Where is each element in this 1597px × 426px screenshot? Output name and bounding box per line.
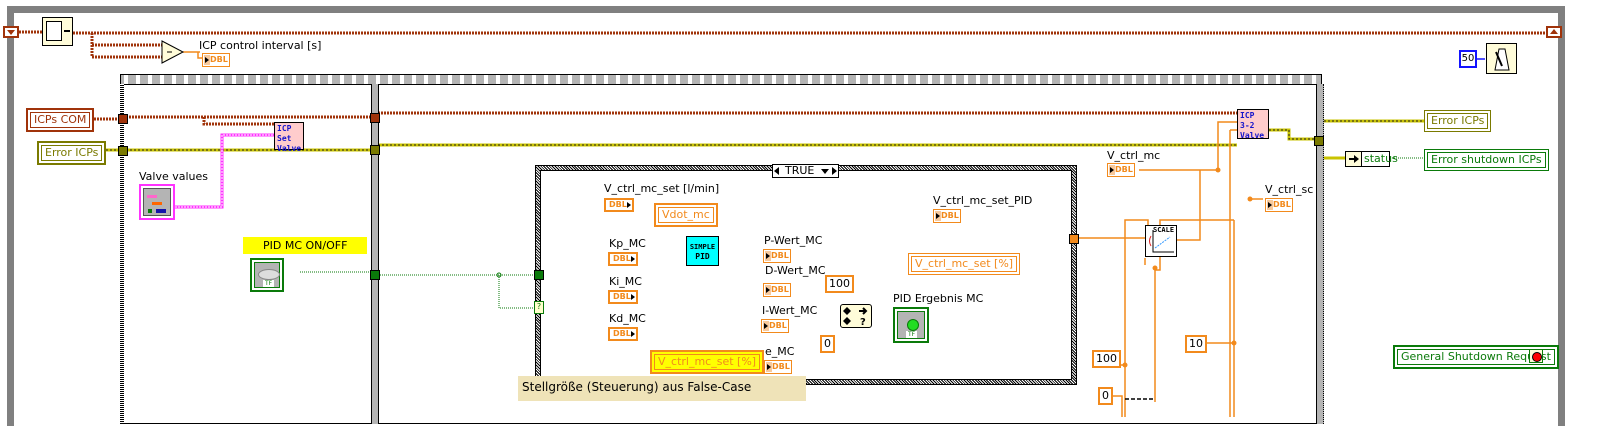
constant-100[interactable]: 100 bbox=[825, 275, 854, 293]
error-icps-control[interactable]: Error ICPs bbox=[37, 141, 107, 165]
case-prev-icon[interactable] bbox=[774, 167, 779, 175]
v-ctrl-mc-set-lmin-label: V_ctrl_mc_set [l/min] bbox=[604, 182, 720, 195]
error-tunnel bbox=[118, 146, 128, 156]
i-wert-mc-indicator[interactable]: DBL bbox=[761, 319, 789, 333]
error-shutdown-icps-indicator[interactable]: Error shutdown ICPs bbox=[1424, 149, 1549, 171]
bool-tunnel bbox=[370, 270, 380, 280]
error-icps-indicator[interactable]: Error ICPs bbox=[1424, 110, 1492, 132]
while-loop-frame[interactable] bbox=[7, 6, 1565, 426]
icps-com-control[interactable]: ICPs COM bbox=[26, 108, 95, 132]
toggle-switch-icon bbox=[258, 269, 280, 280]
v-ctrl-mc-set-pct-local-variable-highlighted[interactable]: V_ctrl_mc_set [%] bbox=[650, 350, 765, 374]
v-ctrl-mc-set-pid-label: V_ctrl_mc_set_PID bbox=[933, 194, 1033, 207]
sequence-right-edge bbox=[1316, 84, 1324, 424]
simple-pid-subvi[interactable]: SIMPLE PID bbox=[686, 236, 719, 266]
unbundle-arrow-icon bbox=[1346, 152, 1362, 166]
v-ctrl-mc-set-pct-local-variable[interactable]: V_ctrl_mc_set [%] bbox=[908, 253, 1021, 275]
e-mc-indicator[interactable]: DBL bbox=[764, 360, 792, 374]
svg-text:?: ? bbox=[860, 317, 866, 327]
case-selector-terminal: ? bbox=[534, 301, 544, 314]
sequence-divider bbox=[371, 84, 379, 424]
p-wert-mc-indicator[interactable]: DBL bbox=[763, 249, 791, 263]
pid-mc-on-off-label: PID MC ON/OFF bbox=[243, 237, 368, 254]
case-next-icon[interactable] bbox=[832, 167, 837, 175]
case-output-tunnel bbox=[1069, 234, 1079, 244]
v-ctrl-mc-indicator[interactable]: DBL bbox=[1107, 163, 1135, 177]
error-tunnel bbox=[370, 145, 380, 155]
constant-0[interactable]: 0 bbox=[1098, 387, 1113, 405]
clock-icon bbox=[46, 21, 62, 41]
vdot-mc-local-variable[interactable]: Vdot_mc bbox=[654, 203, 718, 227]
v-ctrl-mc-set-pid-indicator[interactable]: DBL bbox=[933, 209, 961, 223]
tick-count-node[interactable] bbox=[42, 17, 73, 46]
icp-control-interval-label: ICP control interval [s] bbox=[199, 39, 322, 52]
metronome-icon bbox=[1494, 48, 1510, 71]
comment-label: Stellgröße (Steuerung) aus False-Case bbox=[518, 376, 806, 401]
sequence-left-edge bbox=[120, 84, 124, 424]
icp-control-interval-indicator[interactable]: DBL bbox=[202, 53, 230, 67]
constant-0[interactable]: 0 bbox=[820, 335, 835, 353]
case-bool-tunnel bbox=[534, 270, 544, 280]
pid-ergebnis-mc-led[interactable]: TF bbox=[893, 307, 929, 343]
e-mc-label: e_MC bbox=[765, 345, 795, 358]
v-ctrl-mc-set-lmin-control[interactable]: DBL bbox=[604, 198, 634, 212]
pid-ergebnis-mc-label: PID Ergebnis MC bbox=[893, 292, 984, 305]
scale-chart-icon bbox=[1149, 230, 1174, 253]
ki-mc-label: Ki_MC bbox=[609, 275, 642, 288]
constant-10[interactable]: 10 bbox=[1185, 335, 1207, 353]
icp-3-2-valve-subvi[interactable]: ICP 3-2 Valve bbox=[1237, 109, 1269, 140]
ki-mc-control[interactable]: DBL bbox=[608, 290, 638, 304]
kd-mc-control[interactable]: DBL bbox=[608, 327, 638, 341]
led-icon bbox=[907, 319, 919, 331]
unbundle-by-name-status[interactable]: status bbox=[1345, 151, 1398, 167]
shift-register-left[interactable] bbox=[3, 26, 19, 38]
subtract-icon bbox=[161, 40, 185, 64]
p-wert-mc-label: P-Wert_MC bbox=[764, 234, 823, 247]
select-icon: ? bbox=[843, 307, 868, 328]
v-ctrl-sc-label: V_ctrl_sc bbox=[1265, 183, 1314, 196]
i-wert-mc-label: I-Wert_MC bbox=[762, 304, 818, 317]
shift-register-right[interactable] bbox=[1546, 26, 1562, 38]
constant-100[interactable]: 100 bbox=[1092, 350, 1121, 368]
pid-mc-on-off-control[interactable]: TF bbox=[250, 258, 284, 292]
v-ctrl-sc-indicator[interactable]: DBL bbox=[1265, 198, 1293, 212]
d-wert-mc-label: D-Wert_MC bbox=[765, 264, 826, 277]
error-tunnel bbox=[1314, 136, 1324, 146]
sequence-film-strip bbox=[121, 75, 1321, 85]
wait-ms-node[interactable] bbox=[1486, 43, 1517, 74]
wait-ms-constant[interactable]: 50 bbox=[1459, 50, 1477, 68]
scale-subvi[interactable]: SCALE bbox=[1145, 225, 1177, 257]
select-node[interactable]: ? bbox=[840, 304, 872, 328]
wires-layer bbox=[19, 30, 1546, 417]
v-ctrl-mc-label: V_ctrl_mc bbox=[1107, 149, 1161, 162]
valve-values-label: Valve values bbox=[139, 170, 209, 183]
valve-values-cluster-constant[interactable] bbox=[139, 184, 175, 220]
case-selector-value: TRUE bbox=[785, 164, 815, 177]
refnum-tunnel bbox=[118, 114, 128, 124]
d-wert-mc-indicator[interactable]: DBL bbox=[763, 283, 791, 297]
loop-stop-terminal[interactable] bbox=[1529, 349, 1543, 363]
kd-mc-label: Kd_MC bbox=[609, 312, 646, 325]
kp-mc-control[interactable]: DBL bbox=[608, 252, 638, 266]
kp-mc-label: Kp_MC bbox=[609, 237, 646, 250]
timer-wire bbox=[19, 30, 1546, 59]
icp-set-valve-subvi[interactable]: ICP Set Valve bbox=[274, 122, 304, 153]
refnum-tunnel bbox=[370, 113, 380, 123]
case-dropdown-icon[interactable] bbox=[821, 169, 829, 174]
stop-icon bbox=[1532, 352, 1542, 362]
case-selector[interactable]: TRUE bbox=[772, 164, 839, 178]
cluster-icon bbox=[143, 188, 171, 216]
